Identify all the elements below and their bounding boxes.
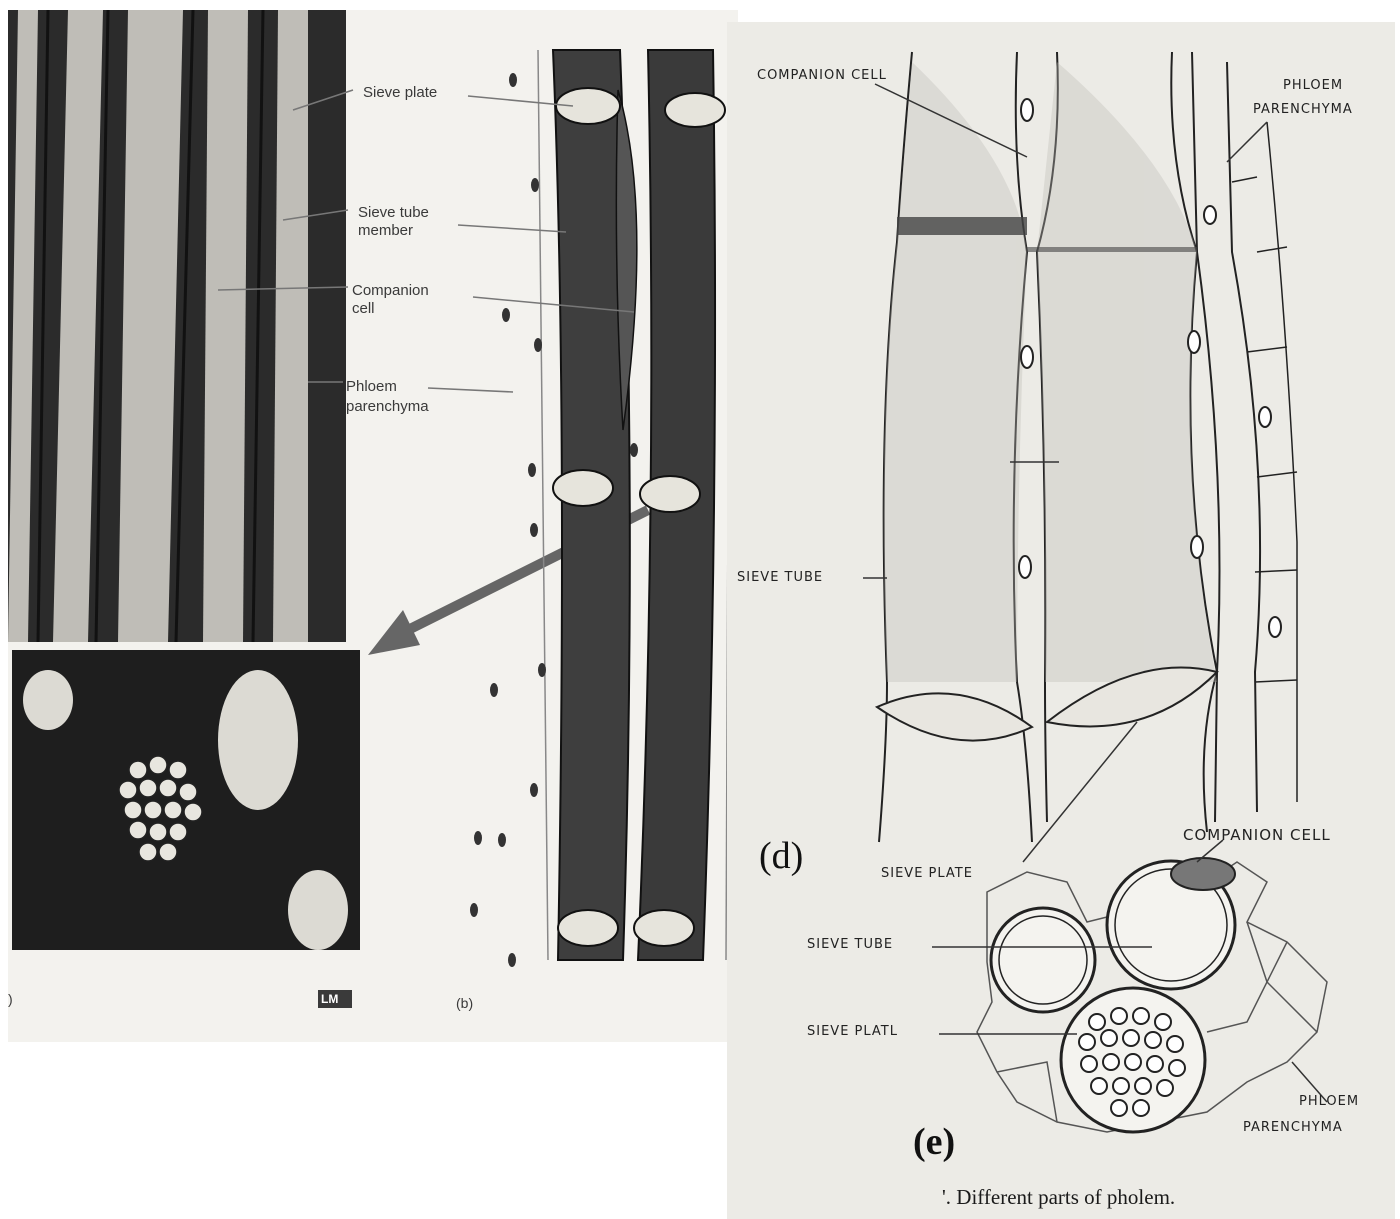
label-phloem-parenchyma-top-2: PARENCHYMA <box>1253 102 1353 117</box>
panel-d-mark: (d) <box>759 834 803 878</box>
panel-e-mark: (e) <box>913 1120 955 1164</box>
left-textbook-page: Sieve plate Sieve tube member Companion … <box>8 10 738 1042</box>
label-companion-cell-1: Companion <box>352 282 429 300</box>
lm-badge: LM <box>321 990 338 1008</box>
inset-arrow-head <box>368 610 420 655</box>
label-companion-cell-top: COMPANION CELL <box>757 68 887 83</box>
panel-b-mark: (b) <box>456 994 473 1012</box>
label-phloem-parenchyma-1: Phloem <box>346 378 397 396</box>
label-companion-cell-2: cell <box>352 300 375 318</box>
right-page-illustrations <box>727 22 1395 1219</box>
figure-caption: '. Different parts of pholem. <box>942 1185 1175 1210</box>
label-sieve-plate-mid: SIEVE PLATE <box>881 866 973 881</box>
drawing-sieve-tubes <box>538 50 730 960</box>
label-sieve-tube-member-2: member <box>358 222 413 240</box>
left-page-illustrations <box>8 10 738 1042</box>
cross-sieve-tubes <box>991 858 1235 1132</box>
label-phloem-parenchyma-cross-2: PARENCHYMA <box>1243 1120 1343 1135</box>
label-sieve-tube-cross: SIEVE TUBE <box>807 937 893 952</box>
right-textbook-page: COMPANION CELL PHLOEM PARENCHYMA SIEVE T… <box>727 22 1395 1219</box>
label-phloem-parenchyma-top-1: PHLOEM <box>1283 78 1343 93</box>
label-phloem-parenchyma-2: parenchyma <box>346 398 429 416</box>
parenchyma-cells <box>1232 122 1297 802</box>
label-sieve-tube-member-1: Sieve tube <box>358 204 429 222</box>
label-phloem-parenchyma-cross-1: PHLOEM <box>1299 1094 1359 1109</box>
longitudinal-stippling <box>884 62 1217 682</box>
panel-a-mark: ) <box>8 990 13 1008</box>
label-sieve-plate-cross: SIEVE PLATL <box>807 1024 898 1039</box>
label-sieve-tube-side: SIEVE TUBE <box>737 570 823 585</box>
label-sieve-plate: Sieve plate <box>363 84 437 102</box>
label-companion-cell-cross: COMPANION CELL <box>1183 826 1331 844</box>
